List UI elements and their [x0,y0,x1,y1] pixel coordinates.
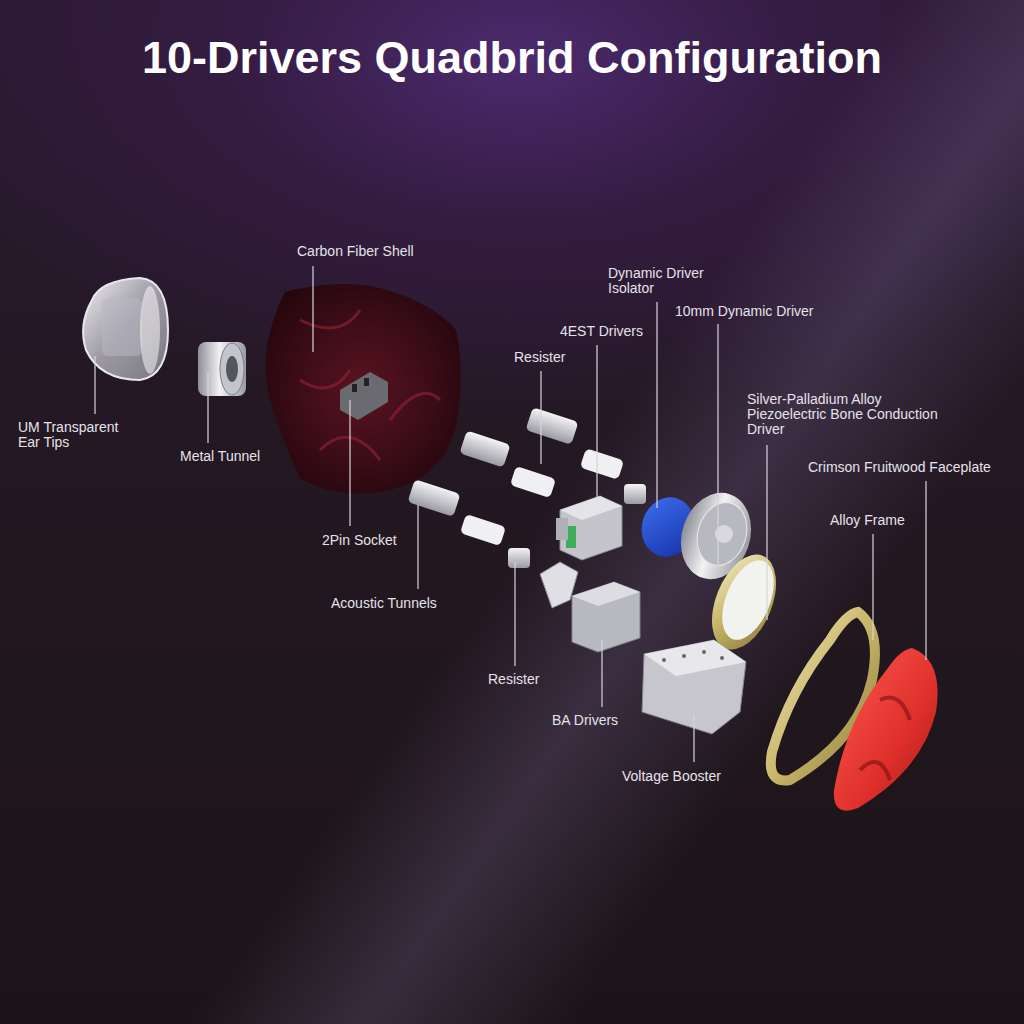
carbon-fiber-shell [265,284,460,493]
ear-tip [83,278,168,380]
ba-drivers [540,562,640,652]
part-label: Dynamic Driver Isolator [608,266,720,296]
part-label: 10mm Dynamic Driver [675,304,813,319]
title: 10-Drivers Quadbrid Configuration [0,30,1024,86]
faceplate [834,648,938,811]
part-label: Crimson Fruitwood Faceplate [808,460,991,475]
est-drivers [556,496,622,560]
acoustic-tunnels [407,407,646,568]
part-label: Resister [488,672,539,687]
part-label: Metal Tunnel [180,449,260,464]
part-label: UM Transparent Ear Tips [18,420,136,450]
metal-tunnel [198,342,246,396]
part-label: Alloy Frame [830,513,905,528]
part-label: Resister [514,350,565,365]
part-label: Voltage Booster [622,769,721,784]
part-label: 2Pin Socket [322,533,397,548]
part-label: BA Drivers [552,713,618,728]
part-label: Acoustic Tunnels [331,596,437,611]
part-label: Silver-Palladium Alloy Piezoelectric Bon… [747,392,955,437]
leader-lines [95,266,926,762]
part-label: Carbon Fiber Shell [297,244,414,259]
part-label: 4EST Drivers [560,324,643,339]
